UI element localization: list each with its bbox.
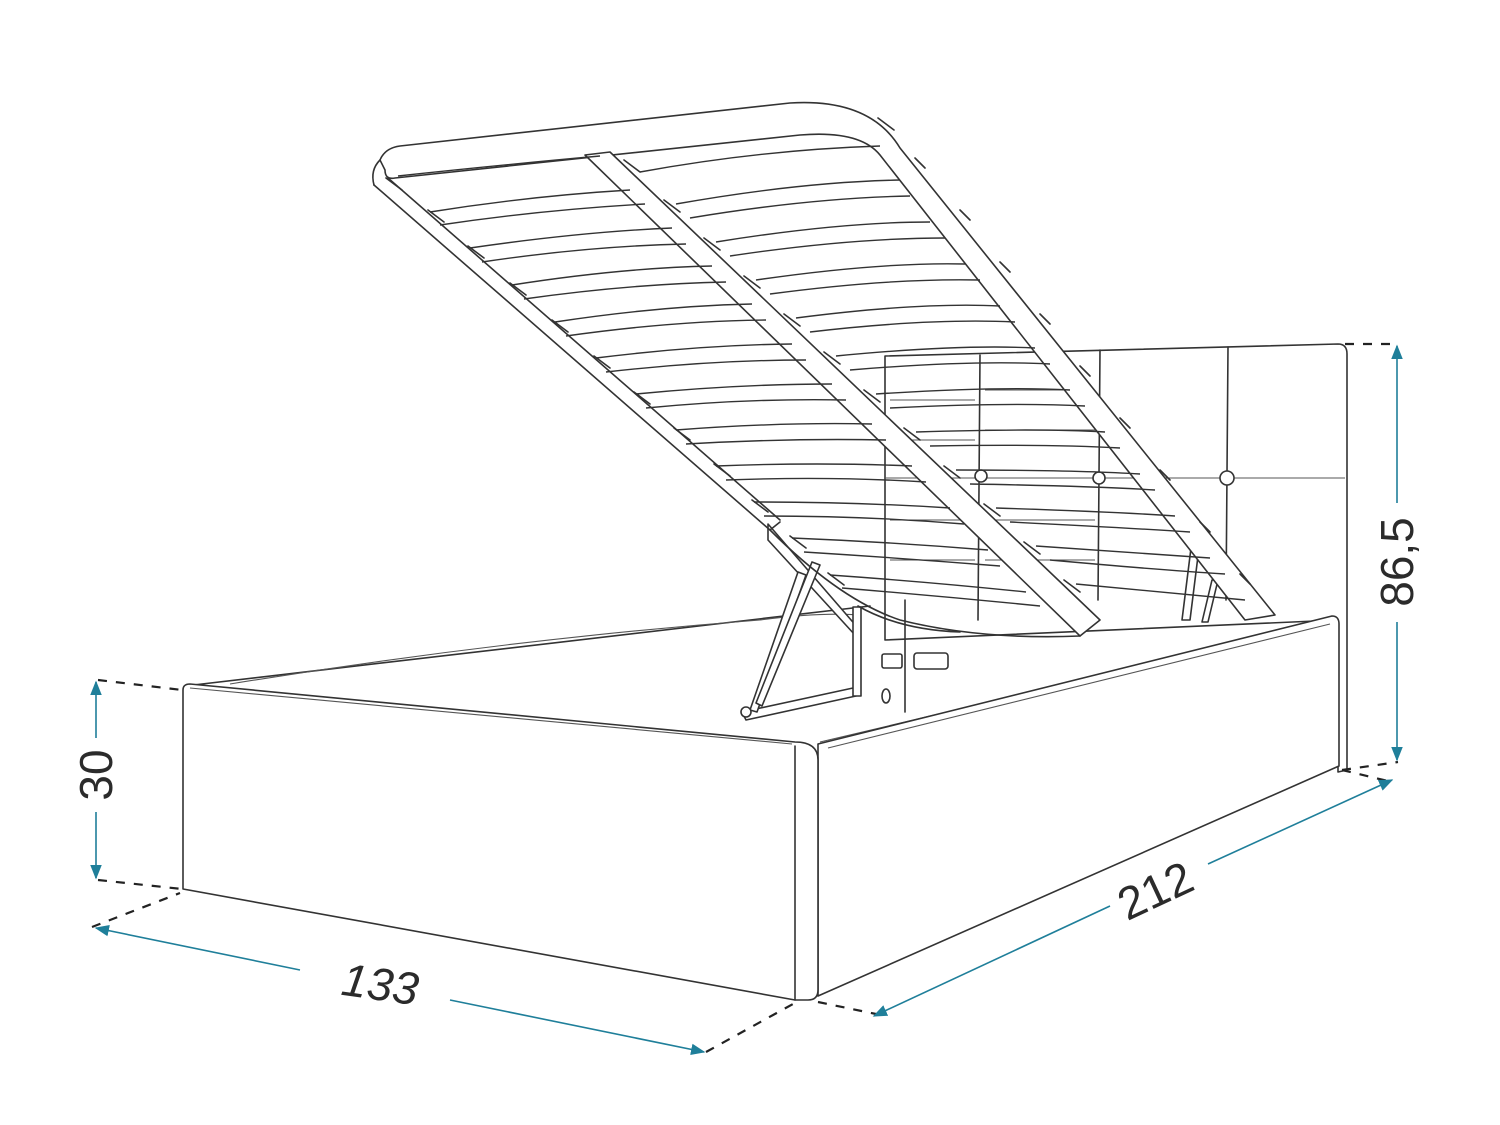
slats-left [397,155,1041,607]
slatted-base [372,101,1276,638]
headboard-button [974,469,988,483]
bracket [881,653,903,669]
pivot [740,706,752,718]
gas-lift-mechanism [740,523,1219,721]
headboard-button [1219,470,1235,486]
footboard [182,683,819,1001]
dimension-label-height-frame: 30 [70,749,122,800]
bracket [913,652,949,670]
slats-right [639,145,1246,601]
headboard-button [1092,471,1106,485]
side-rail [817,615,1340,997]
dimension-height-frame: 30 [70,680,122,880]
dimension-label-height-headboard: 86,5 [1371,517,1423,607]
cable-hole [881,688,891,704]
slat-holders [385,117,1251,593]
dimension-height-headboard: 86,5 [1371,344,1423,762]
dimension-label-length: 212 [1109,851,1201,931]
dimension-width: 133 [94,924,706,1056]
dimension-label-width: 133 [339,953,423,1015]
